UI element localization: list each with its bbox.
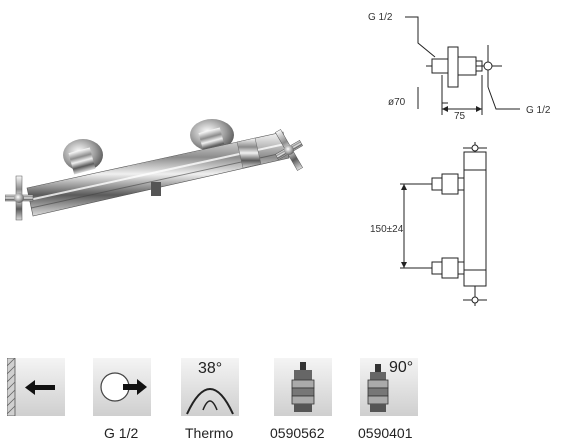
ceramic-cartridge-icon: 90° xyxy=(360,358,418,416)
thermostat-caption: Thermo xyxy=(185,425,234,441)
product-image xyxy=(5,119,303,221)
diameter-label: ø70 xyxy=(388,97,406,108)
connection-caption: G 1/2 xyxy=(104,425,139,441)
cartridge-icon xyxy=(274,358,332,416)
front-view-drawing: 150±24 xyxy=(370,142,487,306)
side-view-drawing: G 1/2 ø70 75 G 1/2 xyxy=(368,12,551,122)
thermostat-temperature: 38° xyxy=(198,360,223,377)
wall-mount-icon xyxy=(7,358,65,416)
ceramic-cartridge-angle: 90° xyxy=(389,359,414,376)
spacing-label: 150±24 xyxy=(370,224,404,235)
depth-label: 75 xyxy=(454,111,466,122)
inlet-top-label: G 1/2 xyxy=(368,12,393,23)
ceramic-cartridge-caption: 0590401 xyxy=(358,425,413,441)
thermostat-icon: 38° xyxy=(181,358,239,416)
cartridge-caption: 0590562 xyxy=(270,425,325,441)
outlet-label: G 1/2 xyxy=(526,105,551,116)
connection-icon xyxy=(93,358,151,416)
